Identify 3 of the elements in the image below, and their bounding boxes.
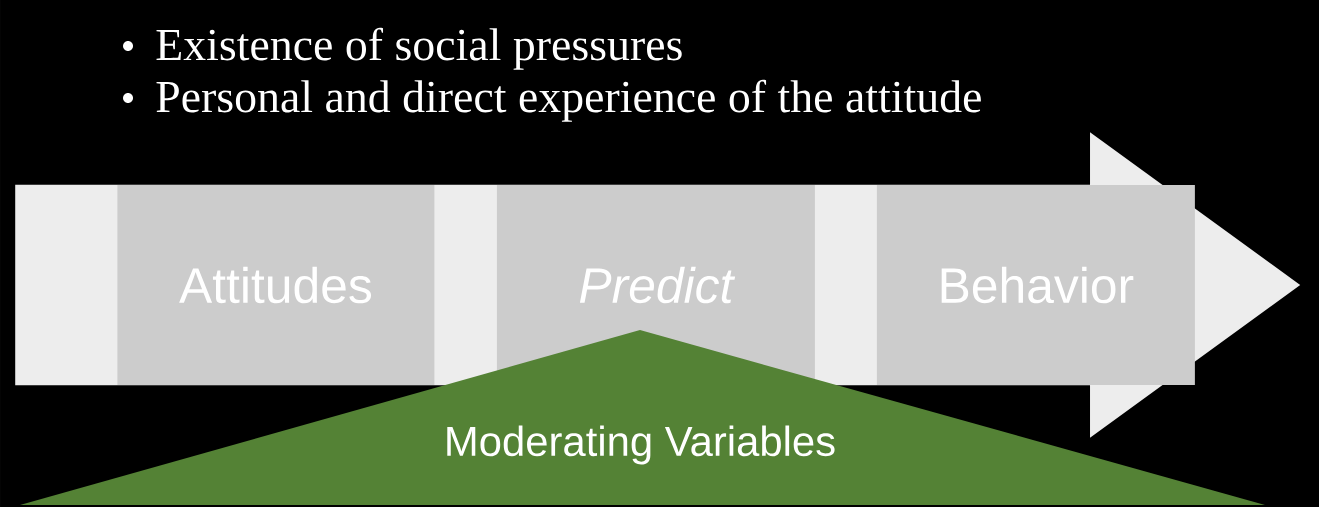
bullet-text: Personal and direct experience of the attitude <box>123 79 981 122</box>
triangle: Moderating Variables <box>20 330 1265 505</box>
bullet-text: Existence of social pressures <box>123 27 682 70</box>
